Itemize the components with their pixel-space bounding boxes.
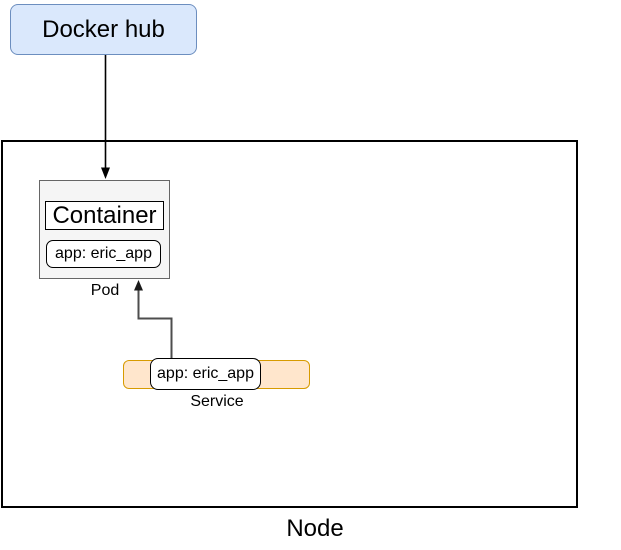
- service-label: Service: [190, 393, 244, 410]
- docker-hub-label: Docker hub: [42, 15, 165, 43]
- container-label: Container: [52, 201, 157, 229]
- pod-app-selector: app: eric_app: [46, 240, 161, 268]
- container-box: Container: [45, 201, 164, 230]
- service-app-selector-label: app: eric_app: [157, 365, 254, 382]
- service-app-selector: app: eric_app: [150, 358, 261, 390]
- docker-hub-box: Docker hub: [10, 4, 197, 55]
- node-label: Node: [286, 515, 344, 542]
- pod-app-selector-label: app: eric_app: [55, 245, 152, 262]
- pod-label: Pod: [90, 282, 120, 299]
